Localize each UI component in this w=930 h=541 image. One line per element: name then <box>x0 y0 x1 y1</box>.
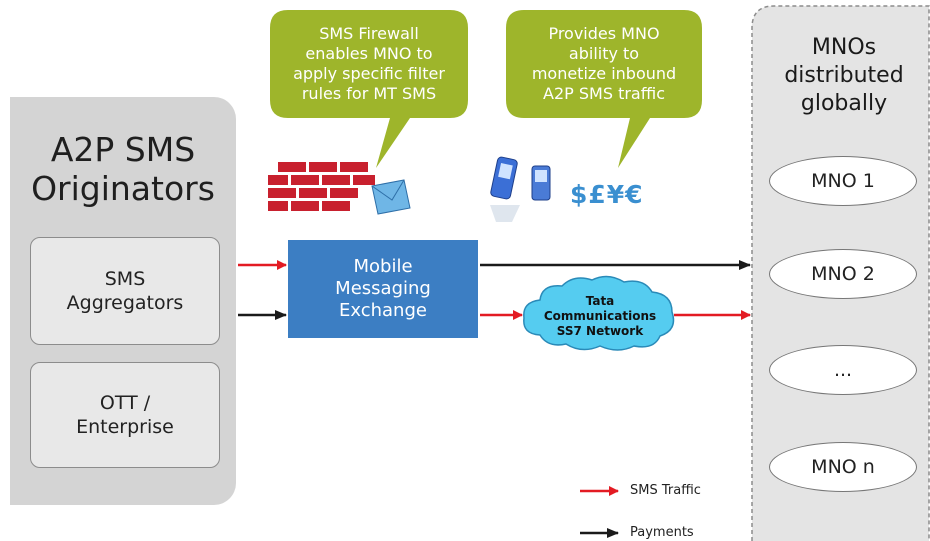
mno-1-node: MNO 1 <box>769 156 917 206</box>
callout-firewall-text: SMS Firewall enables MNO to apply specif… <box>272 14 466 114</box>
mnos-title: MNOs distributed globally <box>784 35 904 116</box>
callout-bubble-firewall <box>270 10 468 168</box>
ss7-network-cloud <box>523 275 675 351</box>
envelope-icon <box>371 179 411 215</box>
ott-enterprise-label: OTT / Enterprise <box>76 392 174 438</box>
callout-monetize-label: Provides MNO ability to monetize inbound… <box>531 24 677 103</box>
mno-n-label: MNO n <box>811 456 875 478</box>
mno-1-label: MNO 1 <box>811 170 875 192</box>
mno-2-node: MNO 2 <box>769 249 917 299</box>
ss7-network-label: Tata Communications SS7 Network <box>543 293 657 338</box>
exchange-label: Mobile Messaging Exchange <box>335 256 431 321</box>
ott-enterprise-box: OTT / Enterprise <box>30 362 220 468</box>
sms-aggregators-label: SMS Aggregators <box>66 268 184 314</box>
currency-symbols: $£¥€ <box>570 180 644 209</box>
mno-ellipsis-label: ... <box>833 359 853 381</box>
mno-ellipsis-node: ... <box>769 345 917 395</box>
callout-bubble-monetize <box>506 10 702 168</box>
mno-2-label: MNO 2 <box>811 263 875 285</box>
legend-payments-label: Payments <box>630 525 694 540</box>
mobile-messaging-exchange-box: Mobile Messaging Exchange <box>288 240 478 338</box>
legend-sms-label: SMS Traffic <box>630 483 701 498</box>
callout-monetize-text: Provides MNO ability to monetize inbound… <box>508 14 700 114</box>
firewall-brick-icon <box>268 162 375 211</box>
mobile-phones-icon <box>490 156 551 222</box>
sms-aggregators-box: SMS Aggregators <box>30 237 220 345</box>
originators-title: A2P SMS Originators <box>31 130 215 208</box>
callout-firewall-label: SMS Firewall enables MNO to apply specif… <box>293 24 445 103</box>
mno-n-node: MNO n <box>769 442 917 492</box>
